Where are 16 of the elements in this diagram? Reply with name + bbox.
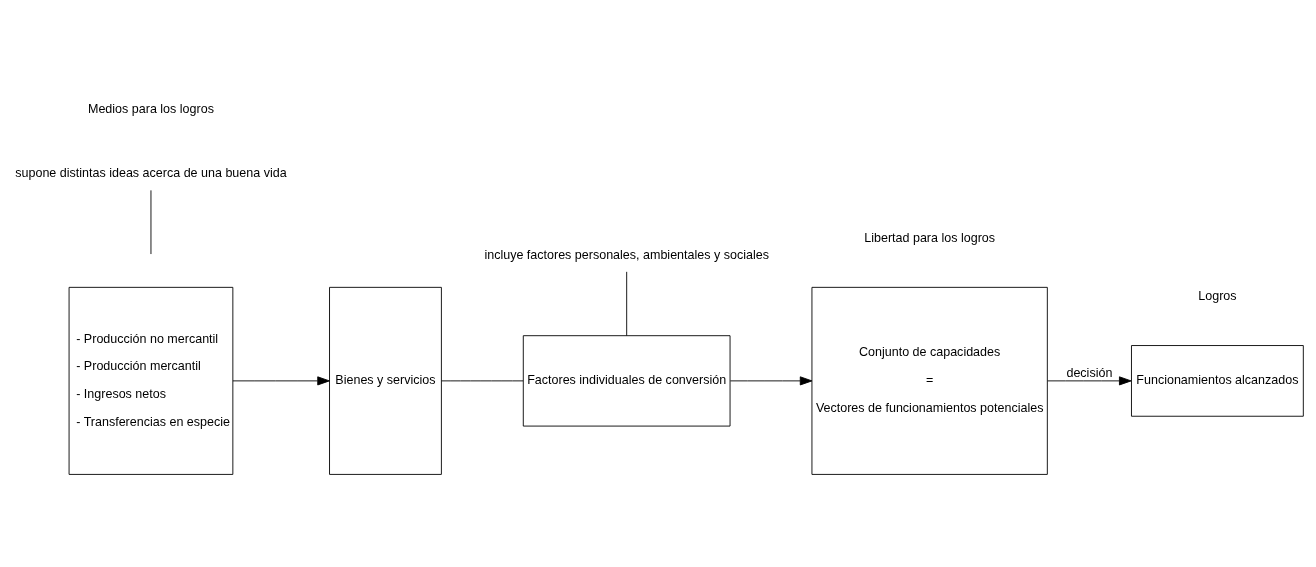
- connector: [626, 270, 628, 336]
- node-box: Funcionamientos alcanzados: [1131, 344, 1304, 417]
- arrow: [232, 375, 330, 385]
- label: Libertad para los logros: [864, 230, 996, 245]
- edge-label: decisión: [1066, 365, 1113, 380]
- node-box: Factores individuales de conversión: [522, 334, 731, 427]
- label: Logros: [1198, 288, 1237, 303]
- node-text: supone distintas ideas acerca de una buena vida: [15, 165, 287, 180]
- arrow: [729, 375, 813, 385]
- node-box: - Producción no mercantil - Producción mercantil - Ingresos netos - Transferencias en especie: [68, 286, 234, 475]
- node-box: Bienes y servicios: [329, 286, 442, 475]
- node-box: Conjunto de capacidades = Vectores de funcionamientos potenciales: [811, 286, 1048, 475]
- arrow: [1047, 375, 1132, 385]
- connector: [441, 379, 524, 381]
- node-text: incluye factores personales, ambientales y sociales: [484, 247, 769, 262]
- label: Medios para los logros: [88, 101, 214, 116]
